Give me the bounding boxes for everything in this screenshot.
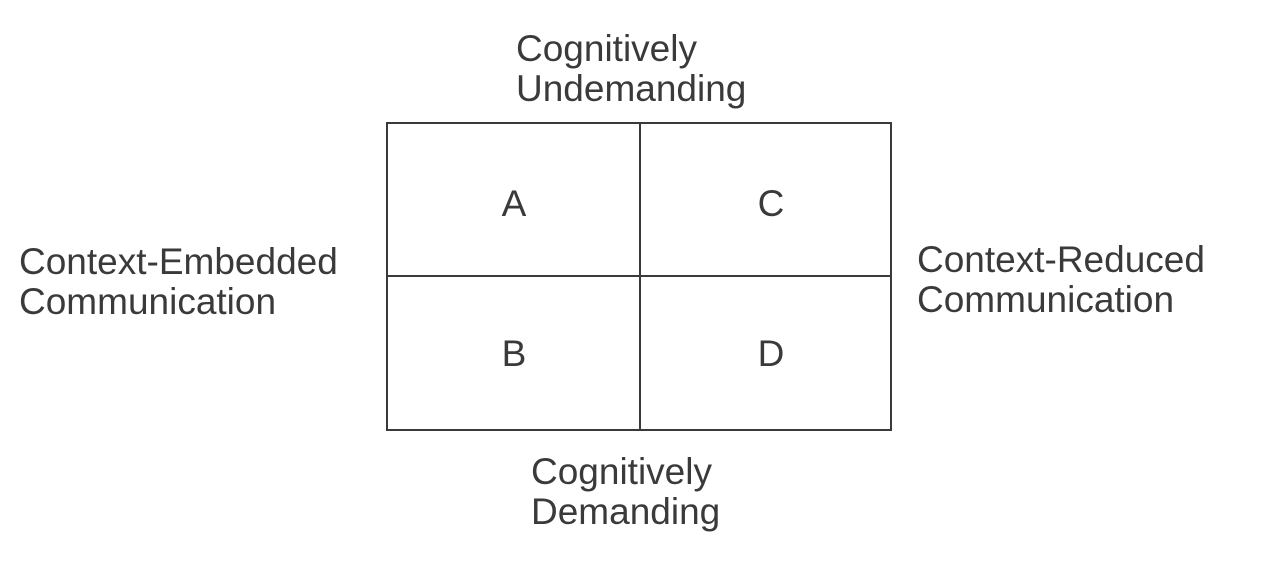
bottom-axis-label-line-2: Demanding xyxy=(531,491,721,532)
right-axis-label: Context-Reduced Communication xyxy=(917,240,1205,320)
bottom-axis-label: Cognitively Demanding xyxy=(531,452,720,532)
top-axis-label-line-2: Undemanding xyxy=(516,68,747,109)
quadrant-grid: A C B D xyxy=(386,122,892,431)
left-axis-label-line-1: Context-Embedded xyxy=(19,241,338,282)
quadrant-top-left-label: A xyxy=(501,183,527,224)
quadrant-top-right-label: C xyxy=(757,183,785,224)
quadrant-bottom-left-label: B xyxy=(501,333,527,374)
right-axis-label-line-2: Communication xyxy=(917,279,1175,320)
horizontal-divider xyxy=(388,275,890,277)
top-axis-label-line-1: Cognitively xyxy=(516,28,697,69)
left-axis-label: Context-Embedded Communication xyxy=(19,242,338,322)
top-axis-label: Cognitively Undemanding xyxy=(516,29,746,109)
right-axis-label-line-1: Context-Reduced xyxy=(917,239,1205,280)
left-axis-label-line-2: Communication xyxy=(19,281,277,322)
bottom-axis-label-line-1: Cognitively xyxy=(531,451,712,492)
quadrant-bottom-right-label: D xyxy=(757,333,785,374)
